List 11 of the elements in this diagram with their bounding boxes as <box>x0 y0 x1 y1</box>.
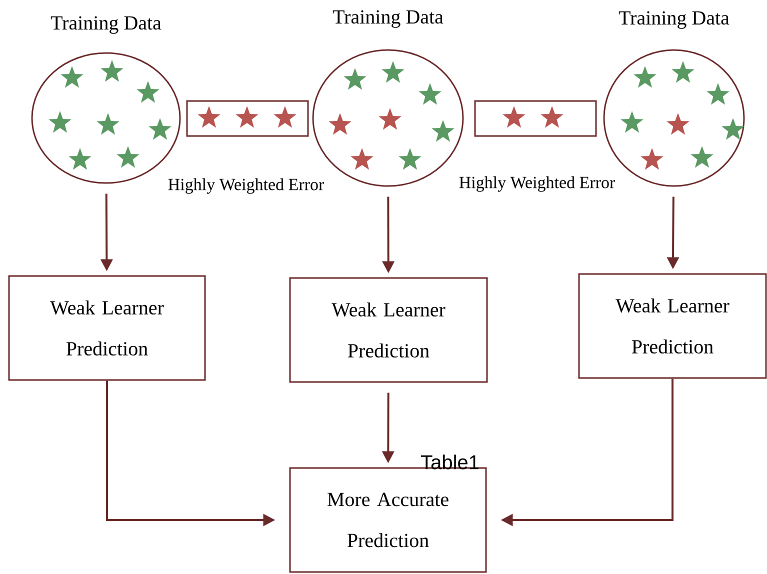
heading: Training Data <box>332 10 444 28</box>
process-box: Weak Learner Prediction <box>289 277 488 383</box>
process-box: Weak Learner Prediction <box>8 275 206 381</box>
error-label: Highly Weighted Error <box>168 178 324 194</box>
heading: Training Data <box>618 11 730 29</box>
process-box: Weak Learner Prediction <box>578 273 767 379</box>
error-label: Highly Weighted Error <box>459 176 615 192</box>
error-stars-box <box>474 100 597 137</box>
heading: Training Data <box>50 16 162 34</box>
table-label: Table1 <box>421 454 478 470</box>
error-stars-box <box>186 100 309 137</box>
